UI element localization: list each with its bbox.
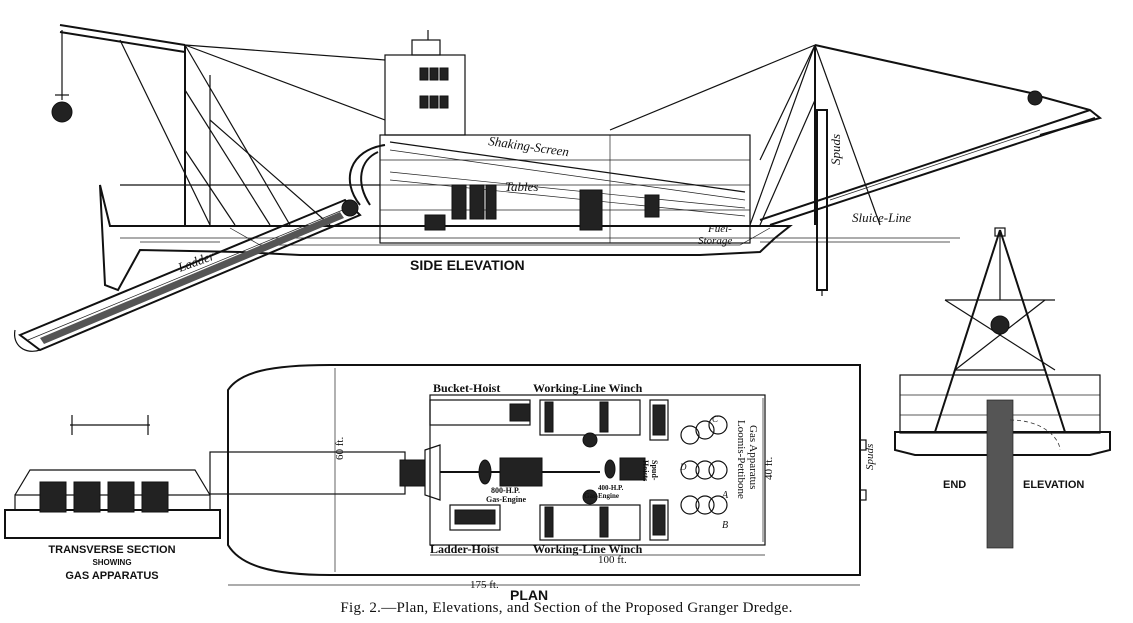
sluice-line-label: Sluice-Line	[852, 210, 911, 225]
fuel-storage-label-1: Fuel-	[707, 223, 732, 235]
fuel-storage-label-2: Storage	[698, 235, 732, 247]
plan-hull-outline	[227, 364, 861, 576]
dim-100-label: 100 ft.	[598, 554, 627, 566]
gas-apparatus-side	[451, 184, 497, 220]
working-line-winch-top-label: Working-Line Winch	[533, 381, 643, 395]
plan-view	[209, 364, 867, 586]
hull	[99, 184, 793, 292]
water-line	[120, 237, 960, 243]
spud-hoists-label-2: Hoists	[641, 460, 650, 481]
transverse-section-label-3: GAS APPARATUS	[65, 570, 158, 582]
house	[379, 134, 751, 244]
letter-b-label: B	[722, 520, 728, 531]
plan-title: PLAN	[510, 587, 548, 603]
letter-d-label: D	[679, 462, 687, 472]
rear-stacker	[184, 44, 1103, 226]
spuds-side-label: Spuds	[828, 134, 843, 165]
pilot-house	[384, 54, 466, 136]
ladder-hoist-label: Ladder-Hoist	[430, 542, 499, 556]
transverse-section-label-2: SHOWING	[92, 558, 131, 567]
end-elevation-view	[894, 227, 1111, 549]
shaking-screen-label: Shaking-Screen	[488, 133, 570, 159]
engine-800-label-2: Gas-Engine	[486, 495, 526, 504]
engine-800-label-1: 800-H.P.	[491, 486, 520, 495]
gas-apparatus-plan	[680, 415, 728, 515]
dim-60-label: 60 ft.	[334, 437, 346, 460]
end-elevation-label-1: END	[943, 479, 966, 491]
transverse-section-label-1: TRANSVERSE SECTION	[48, 544, 175, 556]
side-elevation-title: SIDE ELEVATION	[410, 257, 525, 273]
letter-a-label: A	[721, 490, 729, 501]
front-gantry	[51, 24, 386, 226]
side-elevation-view	[13, 24, 1103, 352]
spud-hoists-label-1: Spud-	[650, 460, 659, 481]
bucket-ladder	[13, 198, 362, 352]
transverse-section-view	[4, 415, 221, 539]
end-elevation-label-2: ELEVATION	[1023, 479, 1084, 491]
engine-400-label-2: Gas-Engine	[584, 492, 619, 500]
shaking-screen	[389, 141, 746, 193]
spuds-plan-label: Spuds	[864, 444, 876, 470]
letter-c-label: C	[712, 414, 719, 424]
tables-label: Tables	[505, 179, 538, 194]
engine-400-label-1: 400-H.P.	[598, 484, 624, 492]
bucket-hoist-label: Bucket-Hoist	[433, 381, 500, 395]
loomis-label-1: Loomis-Pettibone	[735, 420, 747, 499]
working-line-winch-bottom-label: Working-Line Winch	[533, 542, 643, 556]
loomis-label-2: Gas Apparatus	[747, 425, 759, 489]
dim-40-label: 40 ft.	[763, 457, 775, 480]
dim-175-label: 175 ft.	[470, 579, 499, 591]
figure-caption: Fig. 2.—Plan, Elevations, and Section of…	[340, 600, 793, 616]
